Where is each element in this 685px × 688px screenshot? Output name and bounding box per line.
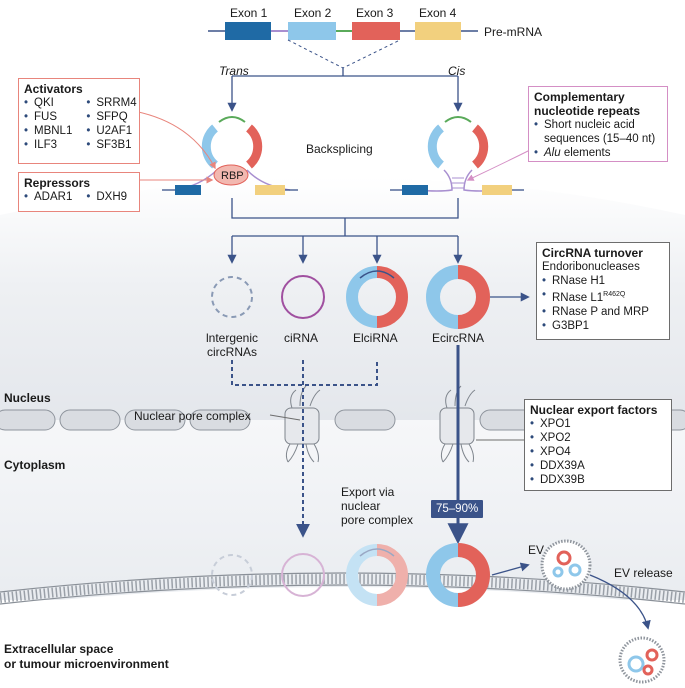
activator-item: SF3B1 (86, 138, 136, 152)
extracellular-line2: or tumour microenvironment (4, 657, 169, 671)
trans-backsplice (162, 116, 298, 195)
ev-vesicle (540, 539, 592, 591)
trans-label: Trans (219, 64, 249, 78)
elcirna-circ (346, 266, 408, 328)
turnover-item: RNase P and MRP (542, 305, 664, 319)
activator-item: QKI (24, 96, 72, 110)
exon2-label: Exon 2 (294, 6, 332, 20)
pre-mrna-label: Pre-mRNA (484, 25, 543, 39)
complementary-title-2: nucleotide repeats (534, 104, 641, 118)
turnover-item: RNase H1 (542, 274, 664, 288)
cell-membrane (0, 574, 685, 603)
ecirc-label: EcircRNA (432, 331, 485, 345)
repeat-item-line2: sequences (15–40 nt) (544, 133, 656, 145)
activator-item: SRRM4 (86, 96, 136, 110)
export-factor-item: XPO4 (530, 445, 666, 459)
export-via-line1: Export via (341, 485, 395, 499)
rbp-label: RBP (221, 170, 244, 182)
turnover-item: G3BP1 (542, 319, 664, 333)
export-factors-title: Nuclear export factors (530, 403, 658, 417)
complementary-box: Complementary nucleotide repeats Short n… (528, 86, 668, 162)
cytoplasm-label: Cytoplasm (4, 458, 66, 472)
cirna-circ (281, 275, 325, 319)
ev-release-label: EV release (614, 566, 673, 580)
turnover-box: CircRNA turnover Endoribonucleases RNase… (536, 242, 670, 340)
exon1-label: Exon 1 (230, 6, 268, 20)
activator-item: FUS (24, 110, 72, 124)
exon1-bar (225, 22, 271, 40)
nucleus-region (0, 177, 685, 420)
rnase-l1-text: RNase L1 (552, 291, 604, 304)
intergenic-line2: circRNAs (207, 345, 257, 359)
activator-item: MBNL1 (24, 124, 72, 138)
intergenic-circ (211, 276, 253, 318)
repeat-item: Alu elements (534, 146, 662, 160)
export-via-line3: pore complex (341, 513, 414, 527)
cis-label: Cis (448, 64, 466, 78)
elcirna-label: ElciRNA (353, 331, 398, 345)
alu-rest: elements (560, 147, 611, 159)
repressor-item: DXH9 (86, 190, 127, 204)
export-factor-item: XPO2 (530, 431, 666, 445)
activator-item: ILF3 (24, 138, 72, 152)
exon3-label: Exon 3 (356, 6, 394, 20)
ecirc-cytoplasm (426, 543, 490, 607)
backsplicing-label: Backsplicing (306, 142, 373, 156)
nucleus-label: Nucleus (4, 391, 51, 405)
repressors-box: Repressors ADAR1 DXH9 (18, 172, 140, 212)
export-factor-item: DDX39B (530, 473, 666, 487)
alu-text: Alu (544, 147, 561, 159)
activator-item: SFPQ (86, 110, 136, 124)
exon4-bar (415, 22, 461, 40)
export-via-line2: nuclear (341, 499, 381, 513)
export-factors-box: Nuclear export factors XPO1 XPO2 XPO4 DD… (524, 399, 672, 491)
npc-label: Nuclear pore complex (134, 409, 251, 423)
turnover-item: RNase L1R462Q (542, 288, 664, 305)
exon2-bar (288, 22, 336, 40)
turnover-subtitle: Endoribonucleases (542, 261, 640, 273)
activators-title: Activators (24, 82, 83, 96)
repeat-item: Short nucleic acid sequences (15–40 nt) (534, 118, 662, 146)
rnase-l1-sup: R462Q (603, 291, 626, 298)
export-via-label: Export via nuclear pore complex (341, 485, 413, 527)
extracellular-line1: Extracellular space (4, 642, 114, 656)
activators-box: Activators QKI FUS MBNL1 ILF3 SRRM4 SFPQ… (18, 78, 140, 164)
repressor-item: ADAR1 (24, 190, 72, 204)
ev-label: EV (528, 543, 545, 557)
activator-item: U2AF1 (86, 124, 136, 138)
repeat-item-line1: Short nucleic acid (544, 119, 635, 131)
pre-mrna (208, 22, 478, 40)
repressors-title: Repressors (24, 176, 91, 190)
complementary-title-1: Complementary (534, 90, 625, 104)
exon4-label: Exon 4 (419, 6, 457, 20)
ev-released (618, 636, 666, 684)
ecirc-circ (426, 265, 490, 329)
export-factor-item: DDX39A (530, 459, 666, 473)
intergenic-line1: lntergenic (205, 331, 259, 345)
percent-badge: 75–90% (431, 500, 484, 518)
turnover-title: CircRNA turnover (542, 246, 643, 260)
cirna-label: ciRNA (284, 331, 319, 345)
intergenic-label: lntergenic circRNAs (200, 331, 264, 359)
export-factor-item: XPO1 (530, 417, 666, 431)
exon3-bar (352, 22, 400, 40)
